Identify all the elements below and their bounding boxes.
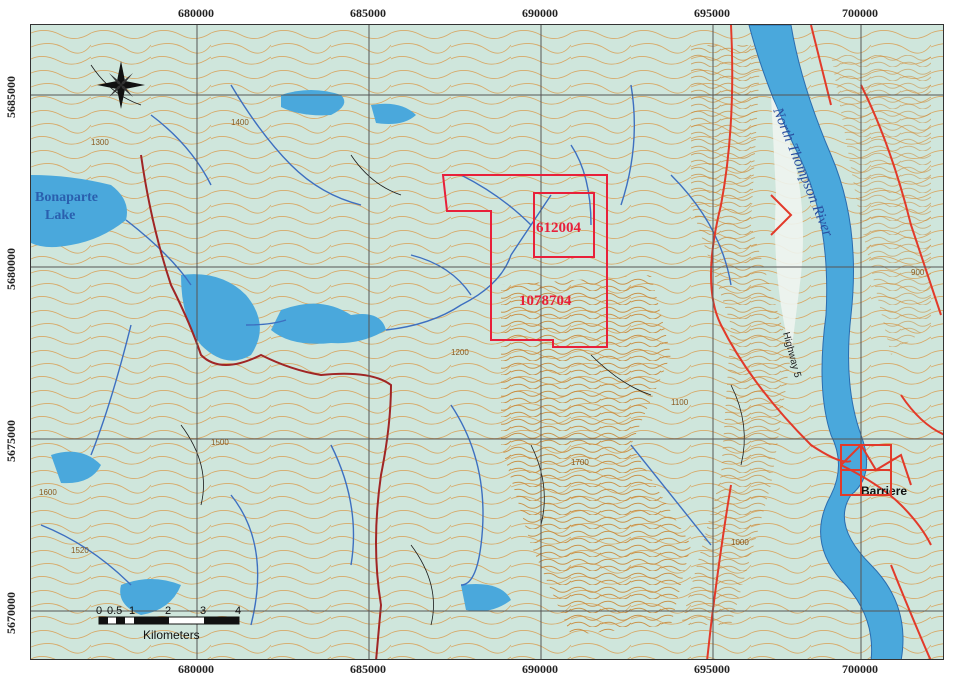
easting-label-top-680000: 680000: [178, 6, 214, 20]
contour-label: 1520: [71, 546, 89, 555]
town-grid: [840, 444, 892, 496]
lake-north: [281, 90, 345, 116]
northing-label-left-5680000: 5680000: [4, 248, 18, 290]
lake-northcentral: [371, 103, 416, 124]
easting-label-top-700000: 700000: [842, 6, 878, 20]
contour-label: 1400: [231, 118, 249, 127]
contour-label: 1100: [671, 398, 689, 407]
river-floodplain: [771, 95, 803, 355]
map-canvas[interactable]: 612004 1078704 Bonaparte Lake North Thom…: [30, 24, 944, 660]
district-boundary: [140, 154, 393, 659]
dense-contour-zone-east: [681, 45, 791, 625]
lake-label-line2: Lake: [45, 208, 75, 223]
lake-small-sw: [120, 579, 181, 615]
contour-label: 1700: [571, 458, 589, 467]
scale-tick-2: 2: [165, 605, 171, 617]
claim-label-1078704: 1078704: [519, 293, 572, 309]
contour-label: 1000: [731, 538, 749, 547]
easting-label-top-695000: 695000: [694, 6, 730, 20]
easting-label-bottom-685000: 685000: [350, 662, 386, 676]
easting-label-top-690000: 690000: [522, 6, 558, 20]
contour-labels: 1300 1400 1200 1500 1600 1520 1700 1100 …: [39, 118, 925, 555]
claim-label-612004: 612004: [536, 220, 582, 236]
lake-south-central: [461, 584, 511, 612]
easting-label-top-685000: 685000: [350, 6, 386, 20]
lake-west-central: [181, 274, 260, 361]
minor-streams: [90, 64, 745, 626]
contour-label: 1200: [451, 348, 469, 357]
lake-central: [271, 303, 386, 344]
utm-grid: [31, 25, 943, 659]
northing-label-left-5685000: 5685000: [4, 76, 18, 118]
contour-label: 1600: [39, 488, 57, 497]
map-svg: 612004 1078704 Bonaparte Lake North Thom…: [31, 25, 943, 659]
compass-rose-icon: [97, 61, 145, 109]
northing-label-left-5670000: 5670000: [4, 592, 18, 634]
easting-label-bottom-690000: 690000: [522, 662, 558, 676]
scale-tick-0: 0: [96, 605, 102, 617]
scale-tick-3: 3: [200, 605, 206, 617]
contour-label: 900: [911, 268, 925, 277]
easting-label-bottom-700000: 700000: [842, 662, 878, 676]
dense-contour-zone: [501, 275, 691, 635]
lake-small-w: [51, 451, 101, 484]
bonaparte-lake: [31, 175, 127, 248]
north-thompson-river: [748, 25, 904, 659]
lake-label-line1: Bonaparte: [35, 190, 98, 205]
claim-boundary-1078704[interactable]: [441, 174, 608, 348]
claim-boundary-612004[interactable]: [533, 192, 595, 258]
scale-tick-0.5: 0.5: [107, 605, 122, 617]
northing-label-left-5675000: 5675000: [4, 420, 18, 462]
scale-tick-1: 1: [129, 605, 135, 617]
contour-label: 1300: [91, 138, 109, 147]
dense-contour-zone-ridge: [831, 55, 931, 355]
easting-label-bottom-680000: 680000: [178, 662, 214, 676]
stream-network: [40, 84, 732, 626]
contour-label: 1500: [211, 438, 229, 447]
scale-bar: 0 0.5 1 2 3 4 Kilometers: [96, 605, 241, 642]
scale-unit: Kilometers: [143, 628, 200, 642]
scale-tick-4: 4: [235, 605, 241, 617]
easting-label-bottom-695000: 695000: [694, 662, 730, 676]
